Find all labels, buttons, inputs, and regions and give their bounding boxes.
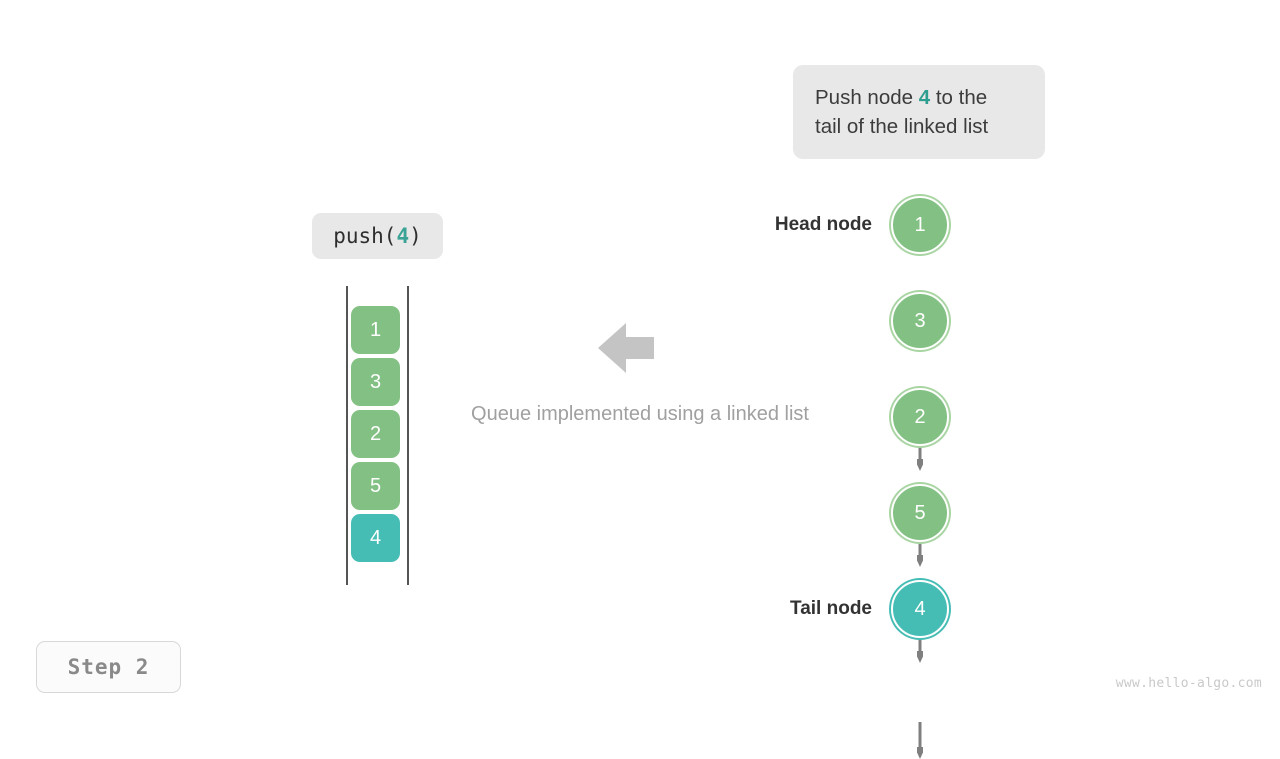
callout-box: Push node 4 to the tail of the linked li… [793,65,1045,159]
linked-list-node: 3 [891,292,949,350]
callout-line1-suffix: to the [930,86,988,109]
left-arrow-icon [596,320,656,376]
linked-list-node-highlighted: 4 [891,580,949,638]
linked-list-node: 1 [891,196,949,254]
center-caption: Queue implemented using a linked list [471,403,809,425]
queue-rail-left [346,286,348,585]
linked-list-node: 2 [891,388,949,446]
operation-label: push(4) [312,213,443,259]
operation-suffix: ) [409,224,422,248]
callout-line-1: Push node 4 to the [815,83,1023,112]
tail-node-label: Tail node [790,598,872,619]
linked-list-edge [917,722,923,759]
operation-text: push(4) [333,224,422,248]
linked-list-node: 5 [891,484,949,542]
queue-cell: 3 [351,358,400,406]
queue-cell: 2 [351,410,400,458]
callout-line-2: tail of the linked list [815,115,989,138]
operation-argument: 4 [396,224,410,248]
queue-cell: 1 [351,306,400,354]
queue-array-column: 1 3 2 5 4 [340,280,420,595]
queue-cell: 5 [351,462,400,510]
callout-line1-prefix: Push node [815,86,919,109]
head-node-label: Head node [774,214,872,235]
queue-cell-highlighted: 4 [351,514,400,562]
step-badge: Step 2 [36,641,181,693]
step-badge-label: Step 2 [67,655,150,679]
operation-prefix: push( [333,224,397,248]
linked-list-diagram: 1 3 2 5 4 Head node Tail node [740,180,1000,759]
queue-rail-right [407,286,409,585]
callout-accent-value: 4 [918,86,931,109]
watermark: www.hello-algo.com [1115,676,1262,691]
